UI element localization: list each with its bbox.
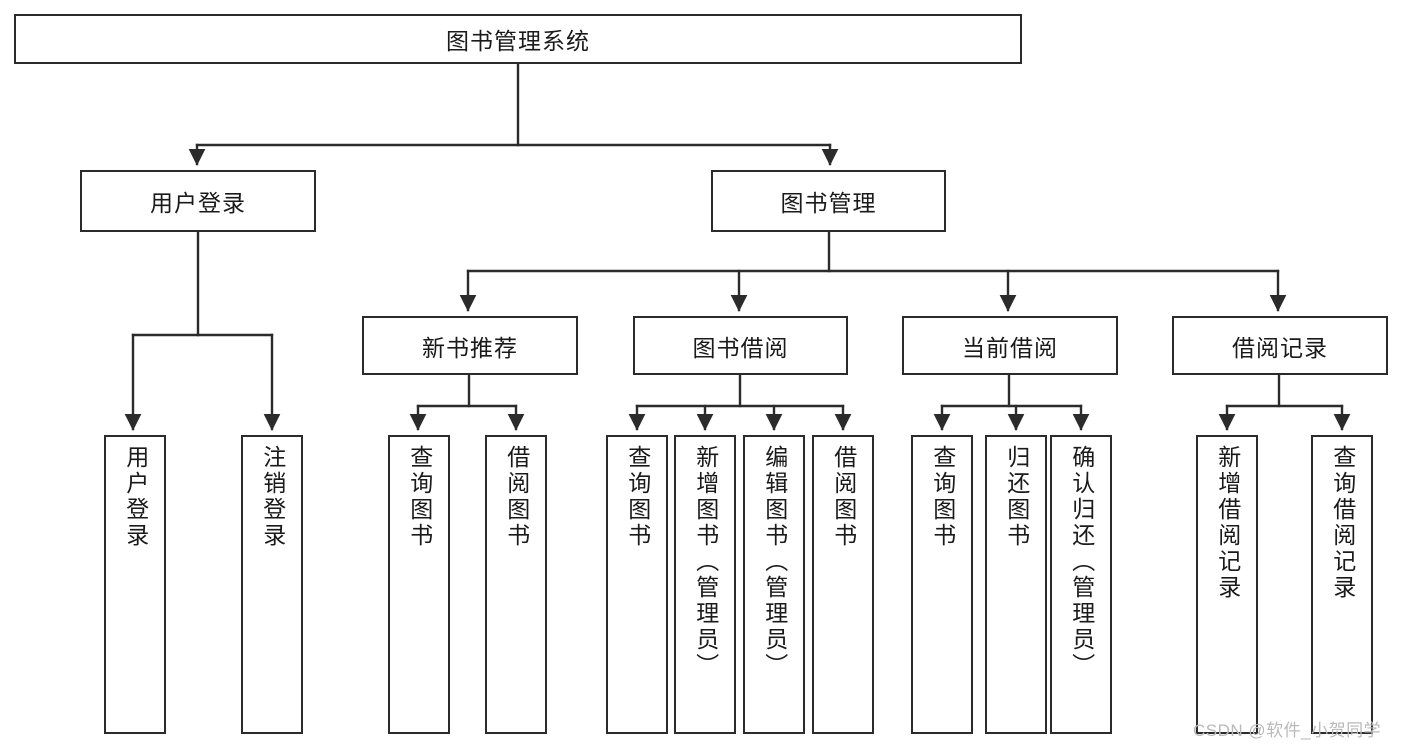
- leaf-logout[interactable]: 注销登录: [241, 435, 303, 734]
- node-root[interactable]: 图书管理系统: [14, 14, 1022, 64]
- leaf-borrow-book[interactable]: 借阅图书: [812, 435, 874, 734]
- node-new-book-recommend[interactable]: 新书推荐: [362, 316, 578, 375]
- leaf-label: 借阅图书: [503, 445, 530, 549]
- leaf-label: 确认归还（管理员）: [1068, 445, 1095, 679]
- leaf-add-record[interactable]: 新增借阅记录: [1196, 435, 1258, 734]
- leaf-label: 查询图书: [624, 445, 651, 549]
- leaf-confirm-return[interactable]: 确认归还（管理员）: [1050, 435, 1112, 734]
- leaf-query-record[interactable]: 查询借阅记录: [1311, 435, 1373, 734]
- leaf-query-book-rec[interactable]: 查询图书: [388, 435, 450, 734]
- leaf-label: 归还图书: [1003, 445, 1030, 549]
- leaf-add-book[interactable]: 新增图书（管理员）: [674, 435, 736, 734]
- node-current-borrow[interactable]: 当前借阅: [902, 316, 1118, 375]
- leaf-query-book-cur[interactable]: 查询图书: [911, 435, 973, 734]
- leaf-query-book-borrow[interactable]: 查询图书: [606, 435, 668, 734]
- leaf-return-book[interactable]: 归还图书: [985, 435, 1047, 734]
- leaf-label: 编辑图书（管理员）: [761, 445, 788, 679]
- leaf-label: 新增借阅记录: [1214, 445, 1241, 601]
- leaf-label: 查询借阅记录: [1329, 445, 1356, 601]
- leaf-label: 注销登录: [259, 445, 286, 549]
- leaf-borrow-book-rec[interactable]: 借阅图书: [485, 435, 547, 734]
- leaf-label: 查询图书: [929, 445, 956, 549]
- node-book-manage[interactable]: 图书管理: [711, 170, 946, 232]
- leaf-label: 新增图书（管理员）: [692, 445, 719, 679]
- leaf-label: 用户登录: [122, 445, 149, 549]
- node-borrow-record[interactable]: 借阅记录: [1172, 316, 1388, 375]
- csdn-watermark: CSDN @软件_小贺同学: [1193, 721, 1382, 740]
- leaf-edit-book[interactable]: 编辑图书（管理员）: [743, 435, 805, 734]
- leaf-label: 查询图书: [406, 445, 433, 549]
- node-book-borrow[interactable]: 图书借阅: [633, 316, 848, 375]
- node-user-login[interactable]: 用户登录: [80, 170, 316, 232]
- leaf-user-login[interactable]: 用户登录: [104, 435, 166, 734]
- leaf-label: 借阅图书: [830, 445, 857, 549]
